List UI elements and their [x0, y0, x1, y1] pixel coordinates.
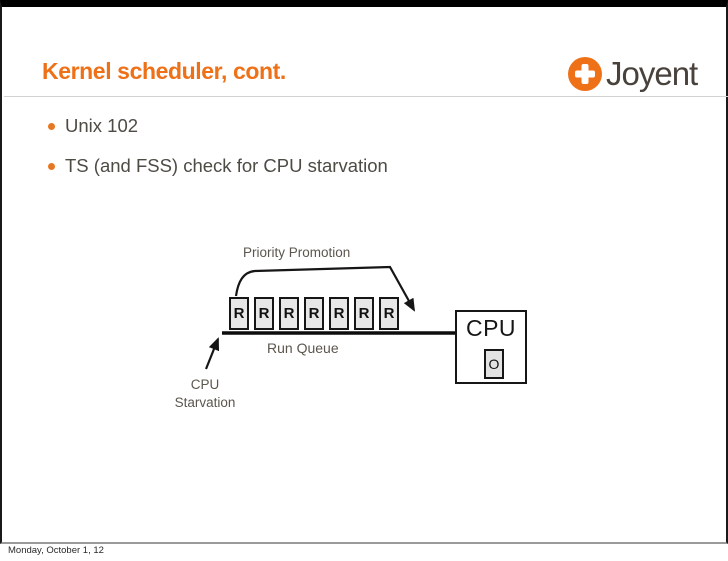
joyent-logo: Joyent [568, 55, 698, 93]
cpu-box-label: CPU [465, 315, 517, 341]
bullet-text: TS (and FSS) check for CPU starvation [65, 155, 388, 176]
bullet-icon [48, 123, 55, 130]
bullet-icon [48, 163, 55, 170]
bullet-text: Unix 102 [65, 115, 139, 136]
run-queue-thread: R [304, 297, 324, 330]
run-queue-thread: R [279, 297, 299, 330]
run-queue-thread: R [379, 297, 399, 330]
joyent-plus-icon [568, 57, 602, 91]
run-queue-label: Run Queue [267, 340, 339, 356]
bullet-list: Unix 102 TS (and FSS) check for CPU star… [48, 115, 388, 195]
cpu-starvation-arrow [204, 337, 220, 370]
cpu-running-thread: O [484, 349, 504, 379]
run-queue-thread: R [254, 297, 274, 330]
bullet-item: Unix 102 [48, 115, 388, 137]
cpu-starvation-label: CPU Starvation [164, 376, 246, 412]
header-divider [4, 96, 728, 97]
cpu-box: CPU O [455, 310, 527, 384]
run-queue-thread: R [354, 297, 374, 330]
cpu-starvation-label-line2: Starvation [174, 395, 236, 410]
priority-promotion-label: Priority Promotion [243, 245, 351, 260]
joyent-logo-text: Joyent [606, 55, 698, 92]
bullet-item: TS (and FSS) check for CPU starvation [48, 155, 388, 177]
cpu-starvation-label-line1: CPU [190, 377, 220, 392]
run-queue-thread: R [329, 297, 349, 330]
slide-title: Kernel scheduler, cont. [42, 58, 286, 84]
slide-timestamp: Monday, October 1, 12 [8, 545, 104, 556]
slide: Kernel scheduler, cont. Joyent Unix 102 … [0, 0, 728, 544]
run-queue-thread: R [229, 297, 249, 330]
